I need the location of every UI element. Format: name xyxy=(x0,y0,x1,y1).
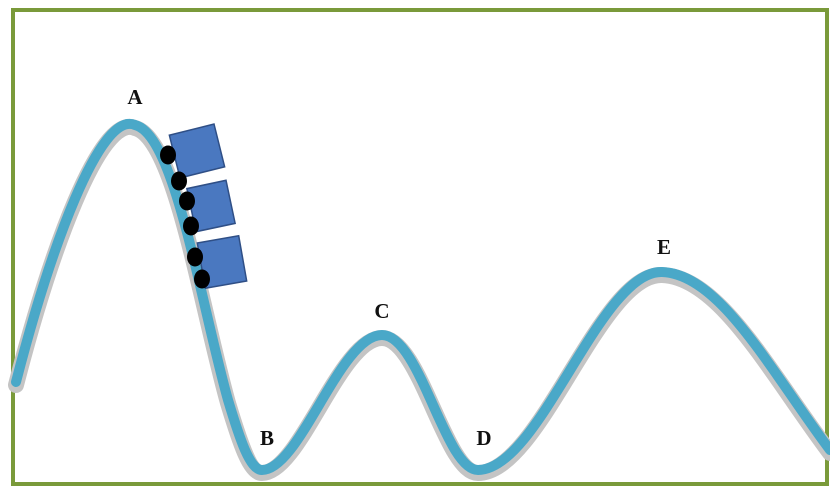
wheel-icon xyxy=(160,145,176,165)
wheel-icon xyxy=(171,171,187,191)
frame-border xyxy=(11,8,829,486)
wheel-icon xyxy=(183,216,199,236)
point-label-b: B xyxy=(260,426,274,450)
wheel-icon xyxy=(179,191,195,211)
coaster-train xyxy=(160,123,248,290)
track-shadow xyxy=(8,119,830,481)
coaster-car xyxy=(179,179,237,236)
coaster-car xyxy=(160,123,226,191)
point-label-d: D xyxy=(476,426,491,450)
coaster-car xyxy=(187,234,248,290)
wheel-icon xyxy=(194,269,210,289)
point-label-e: E xyxy=(657,235,671,259)
point-label-c: C xyxy=(374,299,389,323)
track xyxy=(11,118,830,475)
point-label-a: A xyxy=(127,85,143,109)
wheel-icon xyxy=(187,247,203,267)
